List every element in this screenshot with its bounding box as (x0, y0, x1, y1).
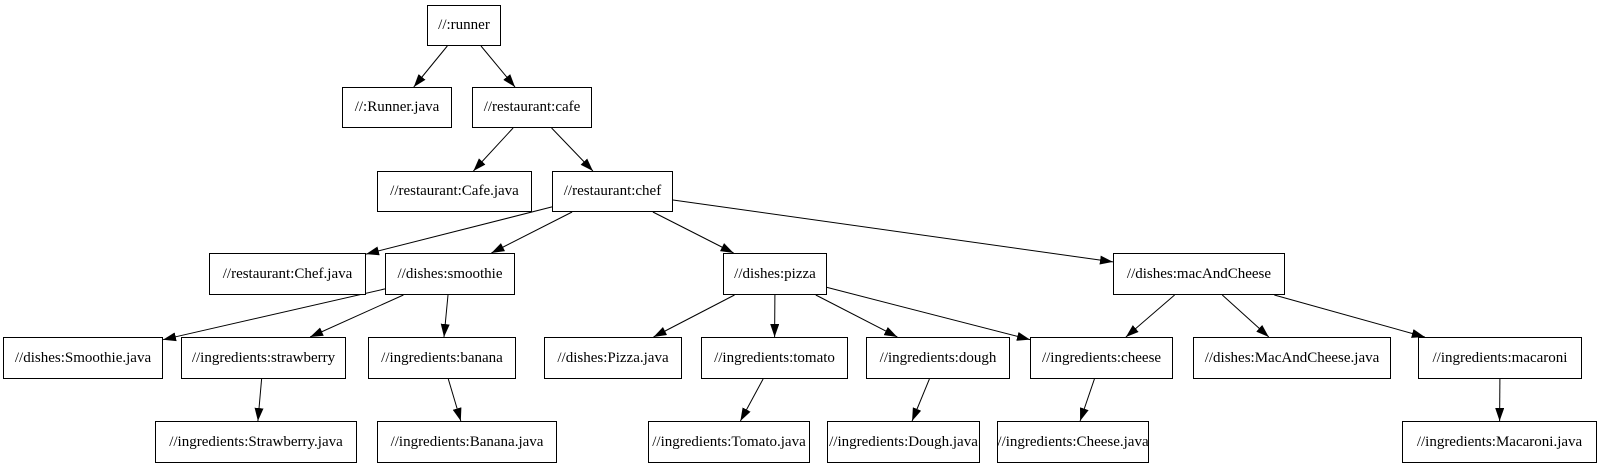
node-label: //ingredients:Banana.java (390, 433, 544, 450)
edge-dough-to-dough_java (911, 378, 930, 422)
node-label: //dishes:smoothie (397, 265, 503, 282)
edge-macandcheese-to-macaroni (1274, 294, 1425, 338)
node-label: //ingredients:macaroni (1432, 349, 1568, 366)
node-label: //ingredients:Tomato.java (652, 433, 806, 450)
node-label: //ingredients:Strawberry.java (169, 433, 343, 450)
node-tomato: //ingredients:tomato (701, 337, 848, 379)
node-strawberry: //ingredients:strawberry (181, 337, 346, 379)
node-banana: //ingredients:banana (368, 337, 516, 379)
node-pizza_java: //dishes:Pizza.java (544, 337, 682, 379)
node-chef: //restaurant:chef (552, 171, 673, 212)
node-tomato_java: //ingredients:Tomato.java (648, 421, 810, 463)
node-cheese_java: //ingredients:Cheese.java (997, 421, 1149, 463)
node-macandcheese_java: //dishes:MacAndCheese.java (1193, 337, 1391, 379)
edge-pizza-to-cheese (826, 286, 1031, 341)
edge-smoothie-to-banana (440, 294, 450, 338)
node-label: //dishes:pizza (734, 265, 816, 282)
node-pizza: //dishes:pizza (723, 253, 827, 295)
edge-cheese-to-cheese_java (1079, 378, 1095, 422)
node-label: //ingredients:Cheese.java (997, 433, 1149, 450)
node-label: //:Runner.java (354, 99, 440, 115)
node-cheese: //ingredients:cheese (1030, 337, 1173, 379)
node-label: //:runner (438, 17, 490, 33)
node-dough: //ingredients:dough (866, 337, 1010, 379)
node-label: //dishes:MacAndCheese.java (1204, 349, 1380, 366)
node-banana_java: //ingredients:Banana.java (377, 421, 557, 463)
node-label: //ingredients:cheese (1041, 349, 1162, 366)
edge-group (162, 45, 1505, 422)
node-macaroni: //ingredients:macaroni (1418, 337, 1582, 379)
node-strawberry_java: //ingredients:Strawberry.java (155, 421, 357, 463)
node-label: //ingredients:strawberry (191, 349, 336, 366)
edge-cafe-to-chef (551, 127, 594, 172)
edge-pizza-to-dough (815, 294, 898, 338)
node-dough_java: //ingredients:Dough.java (827, 421, 980, 463)
edge-chef-to-pizza (652, 211, 734, 254)
node-label: //restaurant:Chef.java (222, 265, 353, 282)
node-label: //ingredients:banana (381, 349, 503, 366)
node-label: //restaurant:cafe (483, 99, 581, 115)
edge-tomato-to-tomato_java (739, 378, 764, 422)
edge-banana-to-banana_java (447, 378, 462, 422)
edge-macandcheese-to-cheese (1125, 294, 1175, 338)
node-label: //restaurant:Cafe.java (390, 183, 519, 199)
edge-runner-to-cafe (480, 45, 516, 88)
node-label: //ingredients:dough (879, 349, 997, 366)
edge-macandcheese-to-macandcheese_java (1221, 294, 1270, 338)
node-macandcheese: //dishes:macAndCheese (1113, 253, 1285, 295)
node-smoothie: //dishes:smoothie (385, 253, 515, 295)
edge-smoothie-to-smoothie_java (162, 288, 386, 342)
node-label: //ingredients:Macaroni.java (1416, 433, 1583, 450)
edge-pizza-to-pizza_java (653, 294, 735, 338)
node-label: //ingredients:tomato (714, 349, 835, 366)
node-runner: //:runner (427, 5, 501, 46)
node-label: //dishes:macAndCheese (1126, 265, 1272, 282)
node-runner_java: //:Runner.java (342, 87, 452, 128)
edge-chef-to-smoothie (491, 211, 573, 254)
edge-chef-to-chef_java (365, 206, 553, 256)
node-label: //dishes:Smoothie.java (14, 349, 152, 366)
node-cafe_java: //restaurant:Cafe.java (377, 171, 532, 212)
node-smoothie_java: //dishes:Smoothie.java (3, 337, 163, 379)
edge-strawberry-to-strawberry_java (254, 378, 264, 422)
node-cafe: //restaurant:cafe (472, 87, 592, 128)
node-label: //ingredients:Dough.java (829, 433, 978, 450)
edge-smoothie-to-strawberry (309, 294, 404, 338)
node-label: //dishes:Pizza.java (557, 349, 669, 366)
node-chef_java: //restaurant:Chef.java (209, 253, 366, 295)
edge-runner-to-runner_java (413, 45, 448, 88)
node-macaroni_java: //ingredients:Macaroni.java (1402, 421, 1597, 463)
edge-cafe-to-cafe_java (473, 127, 514, 172)
edge-chef-to-macandcheese (672, 199, 1114, 265)
node-label: //restaurant:chef (563, 183, 662, 199)
